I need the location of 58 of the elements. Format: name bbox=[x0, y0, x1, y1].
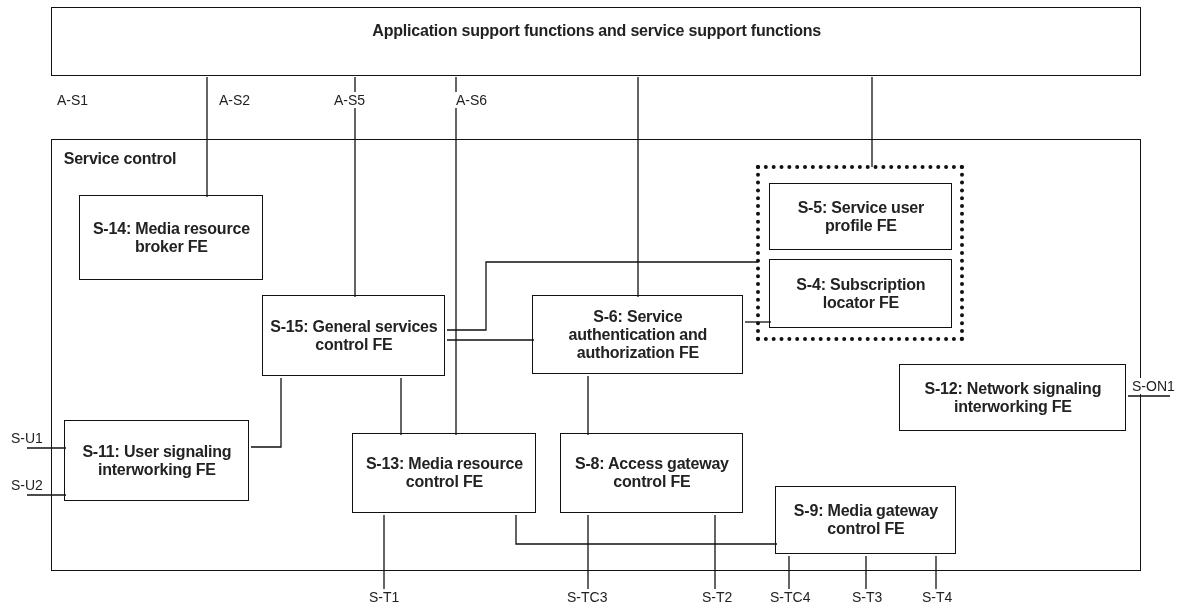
reference-point-label: S-U1 bbox=[10, 430, 44, 446]
functional-entity-box bbox=[560, 433, 744, 514]
reference-point-label: A-S2 bbox=[218, 92, 252, 108]
dotted-group-box bbox=[756, 165, 965, 342]
connector-line bbox=[206, 76, 208, 198]
function-box bbox=[50, 6, 1141, 76]
connector-line bbox=[446, 261, 759, 331]
node-label: S-13: Media resource control FE bbox=[364, 455, 524, 492]
functional-entity-box bbox=[352, 433, 537, 514]
connector-line bbox=[26, 447, 67, 449]
functional-entity-box bbox=[262, 295, 446, 377]
section-heading: Application support functions and service support functions bbox=[371, 21, 822, 40]
functional-entity-box bbox=[769, 183, 953, 251]
functional-entity-box bbox=[64, 420, 250, 502]
reference-point-label: S-TC4 bbox=[769, 589, 812, 605]
node-label: S-4: Subscription locator FE bbox=[795, 275, 927, 312]
reference-point-label: S-T2 bbox=[701, 589, 734, 605]
connector-line bbox=[400, 377, 402, 436]
reference-point-label: A-S6 bbox=[455, 92, 489, 108]
node-label: S-6: Service authentication and authorization FE bbox=[567, 307, 709, 362]
connector-line bbox=[250, 377, 282, 448]
functional-entity-box bbox=[79, 195, 264, 281]
connector-line bbox=[26, 494, 67, 496]
node-label: S-11: User signaling interworking FE bbox=[81, 442, 233, 479]
node-label: S-8: Access gateway control FE bbox=[573, 455, 730, 492]
connector-line bbox=[383, 514, 385, 591]
connector-line bbox=[865, 555, 867, 591]
connector-line bbox=[637, 76, 639, 298]
node-label: S-15: General services control FE bbox=[269, 317, 439, 354]
reference-point-label: S-U2 bbox=[10, 477, 44, 493]
connector-line bbox=[744, 321, 772, 323]
section-heading: Service control bbox=[63, 149, 177, 168]
connector-line bbox=[455, 76, 457, 436]
reference-point-label: S-TC3 bbox=[566, 589, 609, 605]
connector-line bbox=[446, 339, 535, 341]
functional-entity-box bbox=[899, 364, 1127, 432]
connector-line bbox=[587, 514, 589, 591]
node-label: S-14: Media resource broker FE bbox=[91, 219, 251, 256]
connector-line bbox=[788, 555, 790, 591]
connector-line bbox=[935, 555, 937, 591]
reference-point-label: S-T4 bbox=[921, 589, 954, 605]
functional-entity-box bbox=[532, 295, 744, 375]
connector-line bbox=[515, 514, 778, 545]
node-label: S-12: Network signaling interworking FE bbox=[923, 379, 1103, 416]
connector-line bbox=[714, 514, 716, 591]
connector-line bbox=[587, 375, 589, 436]
functional-entity-box bbox=[775, 486, 957, 555]
reference-point-label: S-T1 bbox=[368, 589, 401, 605]
reference-point-label: S-ON1 bbox=[1131, 378, 1176, 394]
reference-point-label: A-S5 bbox=[333, 92, 367, 108]
functional-entity-box bbox=[769, 259, 953, 329]
connector-line bbox=[354, 76, 356, 298]
connector-line bbox=[871, 76, 873, 168]
reference-point-label: S-T3 bbox=[851, 589, 884, 605]
node-label: S-5: Service user profile FE bbox=[796, 198, 926, 235]
node-label: S-9: Media gateway control FE bbox=[792, 502, 939, 539]
connector-line bbox=[1127, 395, 1171, 397]
reference-point-label: A-S1 bbox=[56, 92, 90, 108]
